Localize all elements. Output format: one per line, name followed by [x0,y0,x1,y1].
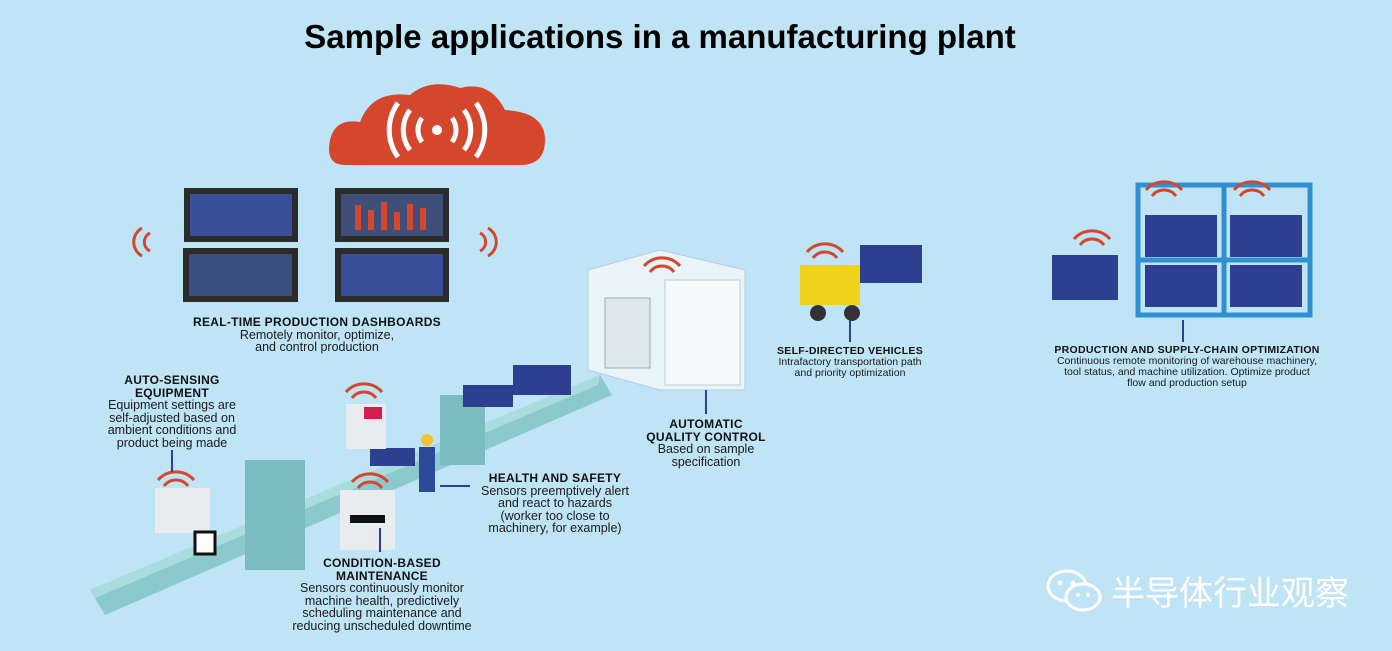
condition-text: reducing unscheduled downtime [292,618,472,633]
quality-heading: QUALITY CONTROL [646,429,766,444]
wifi-signal-icons [156,180,1272,489]
quality-control-room [587,249,746,414]
auto-sensing-text: ambient conditions and [107,423,237,437]
watermark-text: 半导体行业观察 [1111,575,1349,613]
condition-text: Sensors continuously monitor [300,581,464,595]
page-title: Sample applications in a manufacturing p… [304,18,1016,55]
health-text: and react to hazards [498,496,612,510]
supply-text: flow and production setup [1127,377,1247,389]
quality-heading: AUTOMATIC [669,417,743,431]
auto-sensing-text: product being made [116,435,228,450]
condition-heading: MAINTENANCE [336,568,428,583]
dashboards-label: REAL-TIME PRODUCTION DASHBOARDS Remotely… [167,316,467,354]
auto-sensing-heading: AUTO-SENSING [124,373,220,387]
auto-sensing-text: self-adjusted based on [109,410,235,425]
cloud-icon [329,84,545,165]
quality-control-label: AUTOMATIC QUALITY CONTROL Based on sampl… [626,418,786,468]
warehouse-racks [1052,182,1313,342]
health-heading: HEALTH AND SAFETY [488,471,622,485]
vehicles-text: Intrafactory transportation path [778,356,922,368]
dashboards-heading: REAL-TIME PRODUCTION DASHBOARDS [193,315,441,329]
supply-chain-label: PRODUCTION AND SUPPLY-CHAIN OPTIMIZATION… [1027,345,1347,389]
health-text: machinery, for example) [488,521,622,535]
auto-sensing-text: Equipment settings are [108,398,236,412]
dashboards-text: Remotely monitor, optimize, [239,327,395,342]
condition-maintenance-label: CONDITION-BASED MAINTENANCE Sensors cont… [272,557,492,632]
vehicles-label: SELF-DIRECTED VEHICLES Intrafactory tran… [755,346,945,379]
health-text: Sensors preemptively alert [481,483,629,498]
vehicles-heading: SELF-DIRECTED VEHICLES [776,345,924,357]
forklift-icon [800,245,922,342]
condition-heading: CONDITION-BASED [323,556,441,570]
quality-text: specification [671,454,741,469]
wechat-icon [1046,569,1102,611]
auto-sensing-label: AUTO-SENSING EQUIPMENT Equipment setting… [82,374,262,449]
supply-text: tool status, and machine utilization. Op… [1064,366,1310,378]
supply-text: Continuous remote monitoring of warehous… [1056,355,1318,367]
watermark: 半导体行业观察 [1045,566,1349,615]
vehicles-text: and priority optimization [794,367,906,379]
dashboard-monitors [132,188,498,302]
health-safety-label: HEALTH AND SAFETY Sensors preemptively a… [465,472,645,535]
health-text: (worker too close to [500,508,610,523]
condition-text: machine health, predictively [304,593,460,608]
conveyor-line [90,365,612,615]
quality-text: Based on sample [657,442,755,456]
auto-sensing-heading: EQUIPMENT [134,385,210,400]
worker-figure [419,434,435,492]
pointer-lines [171,450,470,552]
supply-heading: PRODUCTION AND SUPPLY-CHAIN OPTIMIZATION [1054,344,1320,356]
condition-text: scheduling maintenance and [302,606,462,620]
dashboards-text: and control production [255,340,379,354]
